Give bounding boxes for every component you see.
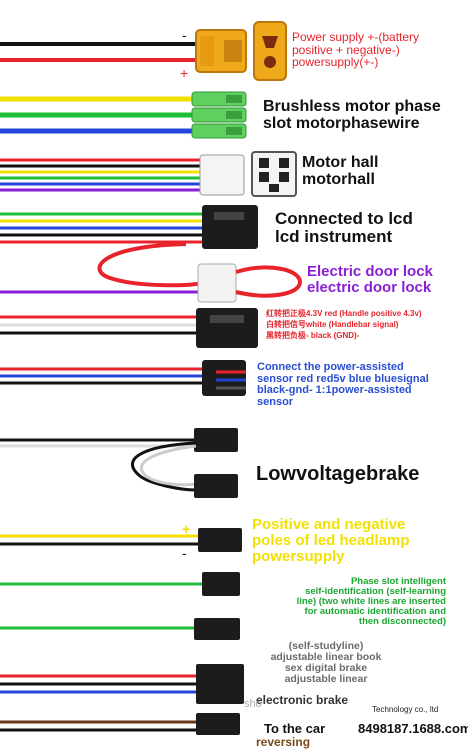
watermark-left: sho xyxy=(244,698,262,710)
watermark-url: 8498187.1688.com xyxy=(358,721,468,736)
lcd-label: Connected to lcd lcd instrument xyxy=(275,209,413,246)
xt60-plug-icon xyxy=(253,21,287,81)
door-lock-connector xyxy=(0,263,303,303)
headlamp-label: Positive and negative poles of led headl… xyxy=(252,516,410,565)
lcd-connector xyxy=(0,205,258,288)
power-supply-label: Power supply +-(battery positive + negat… xyxy=(292,30,420,70)
digital-brake-connector xyxy=(0,664,244,704)
motor-hall-label: Motor hall motorhall xyxy=(302,154,379,188)
self-learning-label: Phase slot intelligent self-identificati… xyxy=(296,576,446,627)
motor-phase-wires xyxy=(0,91,247,139)
assist-sensor-connector xyxy=(0,360,246,396)
reversing-sublabel: reversing xyxy=(256,735,311,749)
watermark-company: Technology co., ltd xyxy=(372,705,439,714)
throttle-label: 红转把正极4.3V red (Handle positive 4.3v) 白转把… xyxy=(266,309,422,340)
plus-sign: + xyxy=(180,65,188,81)
reversing-connector xyxy=(0,713,240,735)
self-learning-connector xyxy=(0,572,240,640)
reversing-label: To the car xyxy=(264,721,326,736)
throttle-connector xyxy=(0,308,258,348)
digital-brake-label: (self-studyline) adjustable linear book … xyxy=(270,640,382,686)
minus-sign: - xyxy=(182,27,187,43)
headlamp-connector: + - xyxy=(0,521,242,561)
door-lock-label: Electric door lock electric door lock xyxy=(307,263,433,296)
power-supply-connector: - + xyxy=(0,21,287,81)
electronic-brake-label: electronic brake xyxy=(256,693,349,707)
minus-sign: - xyxy=(182,545,187,561)
brake-connector xyxy=(0,428,238,498)
motor-phase-label: Brushless motor phase slot motorphasewir… xyxy=(263,98,441,132)
motor-hall-connector xyxy=(0,151,297,197)
brake-label: Lowvoltagebrake xyxy=(256,463,420,485)
plus-sign: + xyxy=(182,521,190,537)
assist-sensor-label: Connect the power-assisted sensor red re… xyxy=(257,361,429,408)
